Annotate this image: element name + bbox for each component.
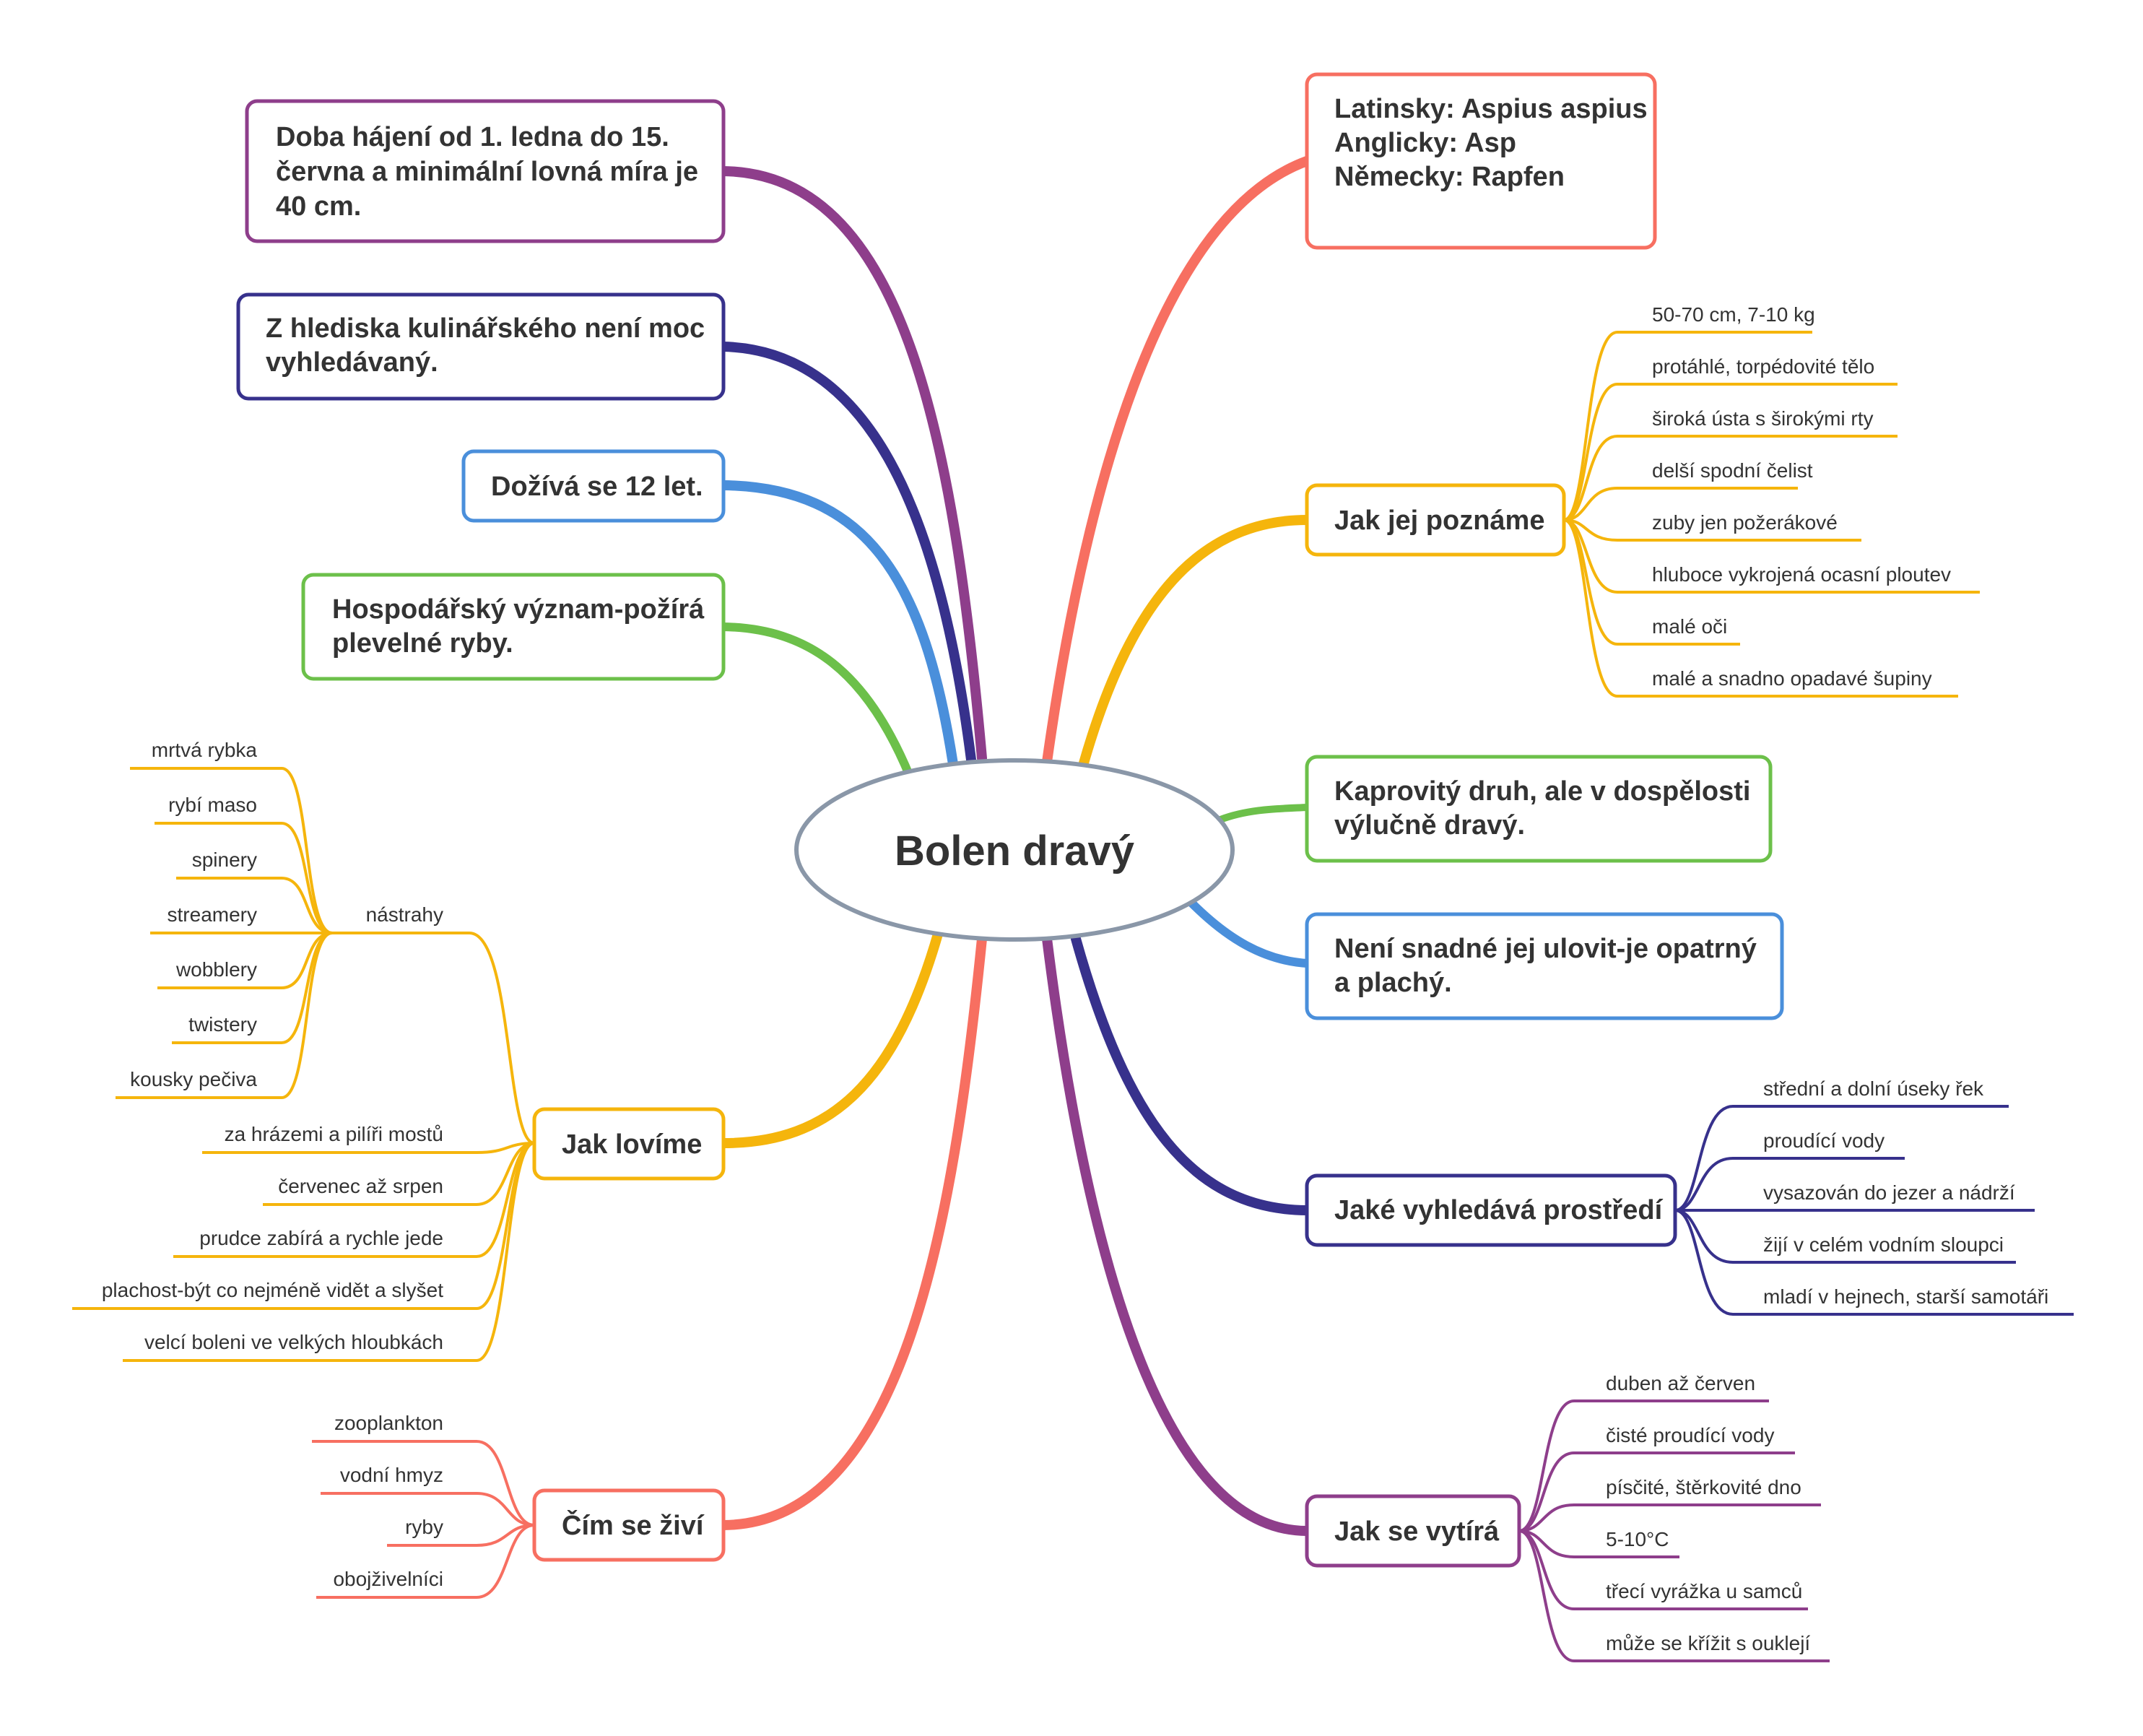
list-item: vodní hmyz	[340, 1464, 443, 1486]
cim-se-zivi-title: Čím se živí	[562, 1509, 705, 1541]
list-item: červenec až srpen	[278, 1175, 443, 1197]
topic-doziva[interactable]: Dožívá se 12 let.	[461, 449, 726, 523]
list-item: žijí v celém vodním sloupci	[1763, 1233, 2004, 1256]
list-item: mladí v hejnech, starší samotáři	[1763, 1285, 2048, 1308]
kaprovity-line-1: Kaprovitý druh, ale v dospělosti	[1334, 776, 1750, 807]
subtopic-labels-vytira: duben až červen čisté proudící vody písč…	[1606, 1372, 1810, 1654]
neni-snadne-line-1: Není snadné jej ulovit-je opatrný	[1334, 934, 1757, 964]
topic-hospodarsky[interactable]: Hospodářský význam-požírá plevelné ryby.	[301, 573, 726, 681]
list-item: čisté proudící vody	[1606, 1424, 1774, 1446]
nastrahy-label: nástrahy	[366, 903, 443, 926]
list-item: malé a snadno opadavé šupiny	[1652, 667, 1932, 690]
subtopics-vytira	[1518, 1399, 1830, 1662]
names-line-2: Anglicky: Asp	[1334, 128, 1516, 158]
hospodarsky-line-1: Hospodářský význam-požírá	[332, 594, 705, 625]
list-item: zooplankton	[334, 1412, 443, 1434]
topic-neni-snadne[interactable]: Není snadné jej ulovit-je opatrný a plac…	[1305, 912, 1784, 1020]
topic-hajeni[interactable]: Doba hájení od 1. ledna do 15. června a …	[245, 99, 726, 243]
branch-hajeni	[718, 166, 987, 763]
hospodarsky-line-2: plevelné ryby.	[332, 628, 513, 659]
hajeni-line-2: června a minimální lovná míra je	[276, 157, 698, 187]
branch-hospodarsky	[719, 622, 914, 781]
kulinarsky-line-2: vyhledávaný.	[266, 347, 438, 378]
vytira-title: Jak se vytírá	[1334, 1516, 1500, 1547]
branch-doziva	[718, 480, 958, 769]
list-item: 5-10°C	[1606, 1528, 1669, 1550]
list-item: mrtvá rybka	[152, 739, 258, 761]
list-item: vysazován do jezer a nádrží	[1763, 1181, 2015, 1204]
topic-cim-se-zivi[interactable]: Čím se živí	[532, 1488, 726, 1562]
subtopic-labels-jak-jej-pozname: 50-70 cm, 7-10 kg protáhlé, torpédovité …	[1652, 303, 1951, 690]
main-branches	[718, 156, 1312, 1536]
list-item: široká ústa s širokými rty	[1652, 407, 1874, 430]
names-line-3: Německy: Rapfen	[1334, 162, 1565, 192]
subtopic-labels-jak-lovime: nástrahy mrtvá rybka rybí maso spinery s…	[102, 739, 443, 1353]
list-item: rybí maso	[168, 794, 257, 816]
branch-kaprovity	[1217, 804, 1310, 823]
subtopics-jak-jej-pozname	[1563, 331, 1980, 698]
branch-neni-snadne	[1187, 898, 1311, 968]
central-topic[interactable]: Bolen dravý	[794, 758, 1235, 942]
branch-jak-jej-pozname	[1078, 515, 1312, 771]
hajeni-line-3: 40 cm.	[276, 191, 361, 222]
list-item: spinery	[192, 849, 257, 871]
list-item: streamery	[168, 903, 257, 926]
list-item: malé oči	[1652, 615, 1727, 638]
subtopic-labels-cim-se-zivi: zooplankton vodní hmyz ryby obojživelníc…	[333, 1412, 443, 1590]
list-item: třecí vyrážka u samců	[1606, 1580, 1802, 1602]
list-item: písčité, štěrkovité dno	[1606, 1476, 1801, 1498]
subtopic-labels-prostredi: střední a dolní úseky řek proudící vody …	[1763, 1077, 2048, 1308]
subtopics-prostredi	[1674, 1105, 2074, 1316]
list-item: delší spodní čelist	[1652, 459, 1813, 482]
branch-jak-lovime	[718, 926, 944, 1148]
list-item: obojživelníci	[333, 1568, 443, 1590]
branch-prostredi	[1071, 934, 1312, 1215]
kulinarsky-line-1: Z hlediska kulinářského není moc	[266, 313, 705, 344]
topic-kaprovity[interactable]: Kaprovitý druh, ale v dospělosti výlučně…	[1305, 755, 1773, 863]
hajeni-line-1: Doba hájení od 1. ledna do 15.	[276, 122, 669, 152]
list-item: proudící vody	[1763, 1129, 1885, 1152]
list-item: kousky pečiva	[130, 1068, 257, 1090]
list-item: twistery	[188, 1013, 257, 1036]
names-line-1: Latinsky: Aspius aspius	[1334, 94, 1648, 124]
subtopics-jak-lovime	[72, 767, 535, 1362]
doziva-title: Dožívá se 12 let.	[491, 472, 703, 502]
list-item: zuby jen požerákové	[1652, 511, 1838, 534]
list-item: protáhlé, torpédovité tělo	[1652, 355, 1874, 378]
list-item: ryby	[405, 1516, 443, 1538]
list-item: za hrázemi a pilíři mostů	[225, 1123, 443, 1145]
topic-kulinarsky[interactable]: Z hlediska kulinářského není moc vyhledá…	[236, 292, 726, 401]
list-item: duben až červen	[1606, 1372, 1755, 1394]
list-item: 50-70 cm, 7-10 kg	[1652, 303, 1815, 326]
topic-jak-jej-pozname[interactable]: Jak jej poznáme	[1305, 483, 1566, 557]
list-item: velcí boleni ve velkých hloubkách	[144, 1331, 443, 1353]
topic-names[interactable]: Latinsky: Aspius aspius Anglicky: Asp Ně…	[1305, 72, 1657, 250]
topic-prostredi[interactable]: Jaké vyhledává prostředí	[1305, 1173, 1677, 1247]
list-item: wobblery	[175, 958, 257, 981]
jak-jej-pozname-title: Jak jej poznáme	[1334, 505, 1544, 536]
branch-cim-se-zivi	[718, 934, 987, 1530]
central-title: Bolen dravý	[895, 828, 1134, 874]
jak-lovime-title: Jak lovíme	[562, 1129, 702, 1160]
branch-kulinarsky	[718, 342, 976, 765]
subtopics-cim-se-zivi	[312, 1440, 535, 1599]
neni-snadne-line-2: a plachý.	[1334, 968, 1452, 998]
topic-vytira[interactable]: Jak se vytírá	[1305, 1494, 1521, 1568]
prostredi-title: Jaké vyhledává prostředí	[1334, 1195, 1664, 1225]
list-item: plachost-být co nejméně vidět a slyšet	[102, 1279, 443, 1301]
branch-names	[1042, 156, 1312, 767]
kaprovity-line-2: výlučně dravý.	[1334, 810, 1525, 841]
list-item: hluboce vykrojená ocasní ploutev	[1652, 563, 1951, 586]
branch-vytira	[1042, 934, 1312, 1536]
list-item: prudce zabírá a rychle jede	[199, 1227, 443, 1249]
list-item: může se křížit s ouklejí	[1606, 1632, 1810, 1654]
list-item: střední a dolní úseky řek	[1763, 1077, 1984, 1100]
topic-jak-lovime[interactable]: Jak lovíme	[532, 1107, 726, 1181]
